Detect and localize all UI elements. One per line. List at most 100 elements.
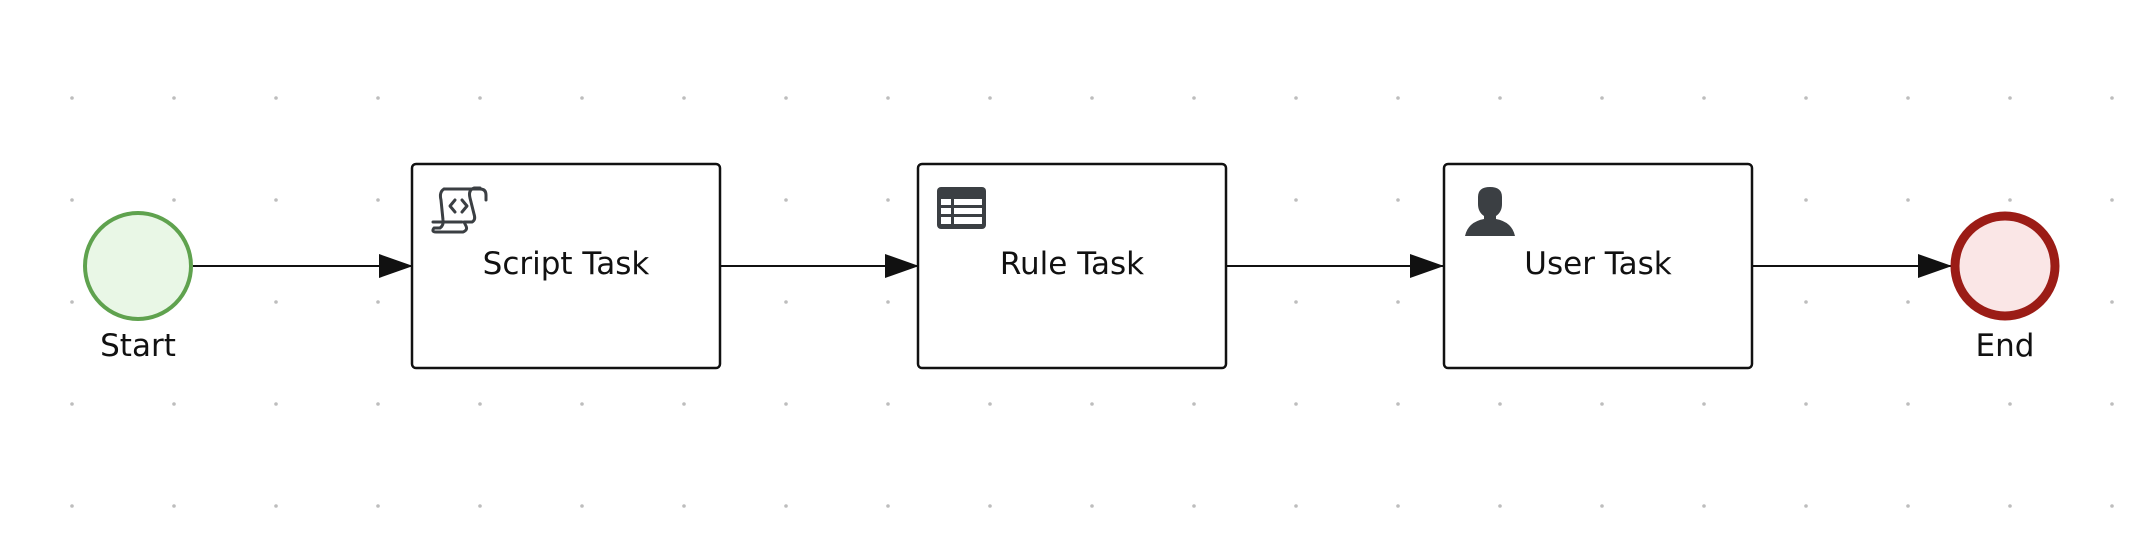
grid-dot <box>1906 504 1910 508</box>
grid-dot <box>1396 300 1400 304</box>
grid-dot <box>2110 96 2114 100</box>
grid-dot <box>478 96 482 100</box>
grid-dot <box>1294 96 1298 100</box>
grid-dot <box>2110 300 2114 304</box>
grid-dot <box>1396 402 1400 406</box>
grid-dot <box>2008 96 2012 100</box>
grid-dot <box>1906 198 1910 202</box>
grid-dot <box>274 198 278 202</box>
grid-dot <box>172 96 176 100</box>
grid-dot <box>2110 504 2114 508</box>
grid-dot <box>1600 504 1604 508</box>
end-event-label: End <box>1976 328 2035 364</box>
start-event-circle[interactable] <box>83 211 193 321</box>
grid-dot <box>1804 504 1808 508</box>
grid-dot <box>70 198 74 202</box>
grid-dot <box>274 402 278 406</box>
grid-dot <box>274 96 278 100</box>
task-rule-box[interactable] <box>916 162 1228 370</box>
grid-dot <box>886 504 890 508</box>
grid-dot <box>1294 504 1298 508</box>
grid-dot <box>1396 198 1400 202</box>
grid-dot <box>70 300 74 304</box>
table-icon <box>937 187 986 229</box>
task-script[interactable]: Script Task <box>410 162 722 370</box>
grid-dot <box>886 198 890 202</box>
grid-dot <box>1396 504 1400 508</box>
task-script-box[interactable] <box>410 162 722 370</box>
task-user[interactable]: User Task <box>1442 162 1754 370</box>
grid-dot <box>1702 504 1706 508</box>
grid-dot <box>784 96 788 100</box>
grid-dots <box>70 96 2114 508</box>
grid-dot <box>2008 198 2012 202</box>
grid-dot <box>172 198 176 202</box>
grid-dot <box>580 504 584 508</box>
grid-dot <box>1192 96 1196 100</box>
grid-dot <box>70 504 74 508</box>
task-user-label: User Task <box>1524 246 1671 282</box>
task-rule-label: Rule Task <box>1000 246 1144 282</box>
grid-dot <box>784 300 788 304</box>
grid-dot <box>2008 504 2012 508</box>
grid-dot <box>988 504 992 508</box>
grid-dot <box>1702 96 1706 100</box>
grid-dot <box>1498 96 1502 100</box>
grid-dot <box>274 300 278 304</box>
grid-dot <box>1192 504 1196 508</box>
grid-dot <box>478 504 482 508</box>
grid-dot <box>1192 402 1196 406</box>
grid-dot <box>682 402 686 406</box>
grid-dot <box>988 96 992 100</box>
grid-dot <box>1804 198 1808 202</box>
grid-dot <box>1906 96 1910 100</box>
grid-dot <box>2110 198 2114 202</box>
grid-dot <box>376 96 380 100</box>
task-script-label: Script Task <box>483 246 650 282</box>
grid-dot <box>70 96 74 100</box>
grid-dot <box>886 402 890 406</box>
grid-dot <box>1090 504 1094 508</box>
script-icon <box>431 186 488 234</box>
grid-dot <box>1396 96 1400 100</box>
grid-dot <box>682 96 686 100</box>
grid-dot <box>172 402 176 406</box>
grid-dot <box>376 504 380 508</box>
grid-dot <box>1600 96 1604 100</box>
grid-dot <box>1906 300 1910 304</box>
grid-dot <box>2008 402 2012 406</box>
grid-dot <box>2110 402 2114 406</box>
grid-dot <box>1804 96 1808 100</box>
grid-dot <box>988 402 992 406</box>
grid-dot <box>580 402 584 406</box>
grid-dot <box>172 504 176 508</box>
grid-dot <box>376 402 380 406</box>
grid-dot <box>376 300 380 304</box>
end-event[interactable]: End <box>1950 211 2060 364</box>
grid-dot <box>1600 402 1604 406</box>
grid-dot <box>274 504 278 508</box>
grid-dot <box>580 96 584 100</box>
user-icon <box>1465 187 1515 236</box>
grid-dot <box>784 198 788 202</box>
grid-dot <box>70 402 74 406</box>
grid-dot <box>682 504 686 508</box>
start-event-label: Start <box>100 328 176 364</box>
grid-dot <box>478 402 482 406</box>
grid-dot <box>1294 198 1298 202</box>
task-user-box[interactable] <box>1442 162 1754 370</box>
grid-dot <box>1702 402 1706 406</box>
task-rule[interactable]: Rule Task <box>916 162 1228 370</box>
grid-dot <box>1804 300 1808 304</box>
grid-dot <box>376 198 380 202</box>
grid-dot <box>1090 96 1094 100</box>
grid-dot <box>1294 300 1298 304</box>
grid-dot <box>1804 402 1808 406</box>
grid-dot <box>886 96 890 100</box>
grid-dot <box>1294 402 1298 406</box>
grid-dot <box>1498 402 1502 406</box>
end-event-circle[interactable] <box>1950 211 2060 321</box>
start-event[interactable]: Start <box>83 211 193 364</box>
grid-dot <box>1090 402 1094 406</box>
